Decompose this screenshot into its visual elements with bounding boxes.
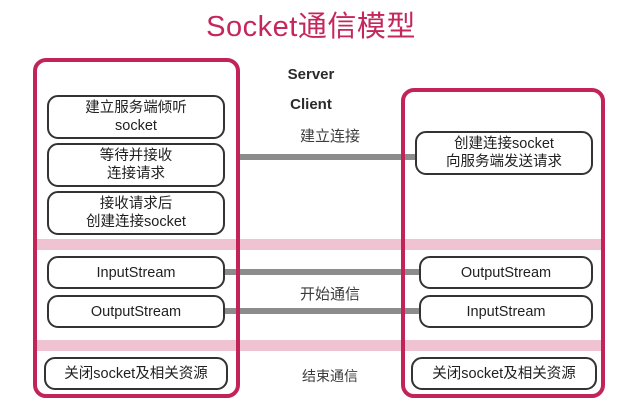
phase-divider-band-top — [33, 239, 605, 250]
client-step-close-socket: 关闭socket及相关资源 — [411, 357, 597, 390]
client-container — [401, 88, 605, 398]
client-step-1-label: 创建连接socket 向服务端发送请求 — [446, 136, 562, 170]
server-step-wait-accept-request: 等待并接收 连接请求 — [47, 143, 225, 187]
phase-label-start-communication: 开始通信 — [299, 286, 360, 303]
client-step-3-label: InputStream — [466, 303, 546, 320]
server-step-create-listen-socket: 建立服务端倾听 socket — [47, 95, 225, 139]
client-step-input-stream: InputStream — [419, 295, 593, 328]
phase-label-establish-connection: 建立连接 — [299, 128, 360, 145]
server-title: Server — [287, 66, 335, 83]
server-step-input-stream: InputStream — [47, 256, 225, 289]
client-step-create-socket-send-request: 创建连接socket 向服务端发送请求 — [415, 131, 593, 175]
connector-server-input-client-output — [222, 269, 422, 275]
server-step-3-label: 接收请求后 创建连接socket — [86, 196, 186, 230]
page-title: Socket通信模型 — [206, 11, 416, 43]
server-step-5-label: OutputStream — [90, 303, 182, 320]
server-step-1-label: 建立服务端倾听 socket — [85, 100, 187, 134]
client-step-4-label: 关闭socket及相关资源 — [432, 365, 576, 382]
connector-server-output-client-input — [222, 308, 422, 314]
phase-divider-band-bottom — [33, 340, 605, 351]
server-step-close-socket: 关闭socket及相关资源 — [44, 357, 228, 390]
server-step-2-label: 等待并接收 连接请求 — [99, 148, 173, 182]
server-step-create-connection-socket: 接收请求后 创建连接socket — [47, 191, 225, 235]
server-container — [33, 58, 240, 398]
connector-establish-connection — [236, 154, 421, 160]
client-step-output-stream: OutputStream — [419, 256, 593, 289]
server-step-4-label: InputStream — [96, 264, 176, 281]
server-step-6-label: 关闭socket及相关资源 — [64, 365, 208, 382]
server-step-output-stream: OutputStream — [47, 295, 225, 328]
client-step-2-label: OutputStream — [460, 264, 552, 281]
client-title: Client — [290, 96, 332, 113]
phase-label-end-communication: 结束通信 — [302, 368, 358, 384]
